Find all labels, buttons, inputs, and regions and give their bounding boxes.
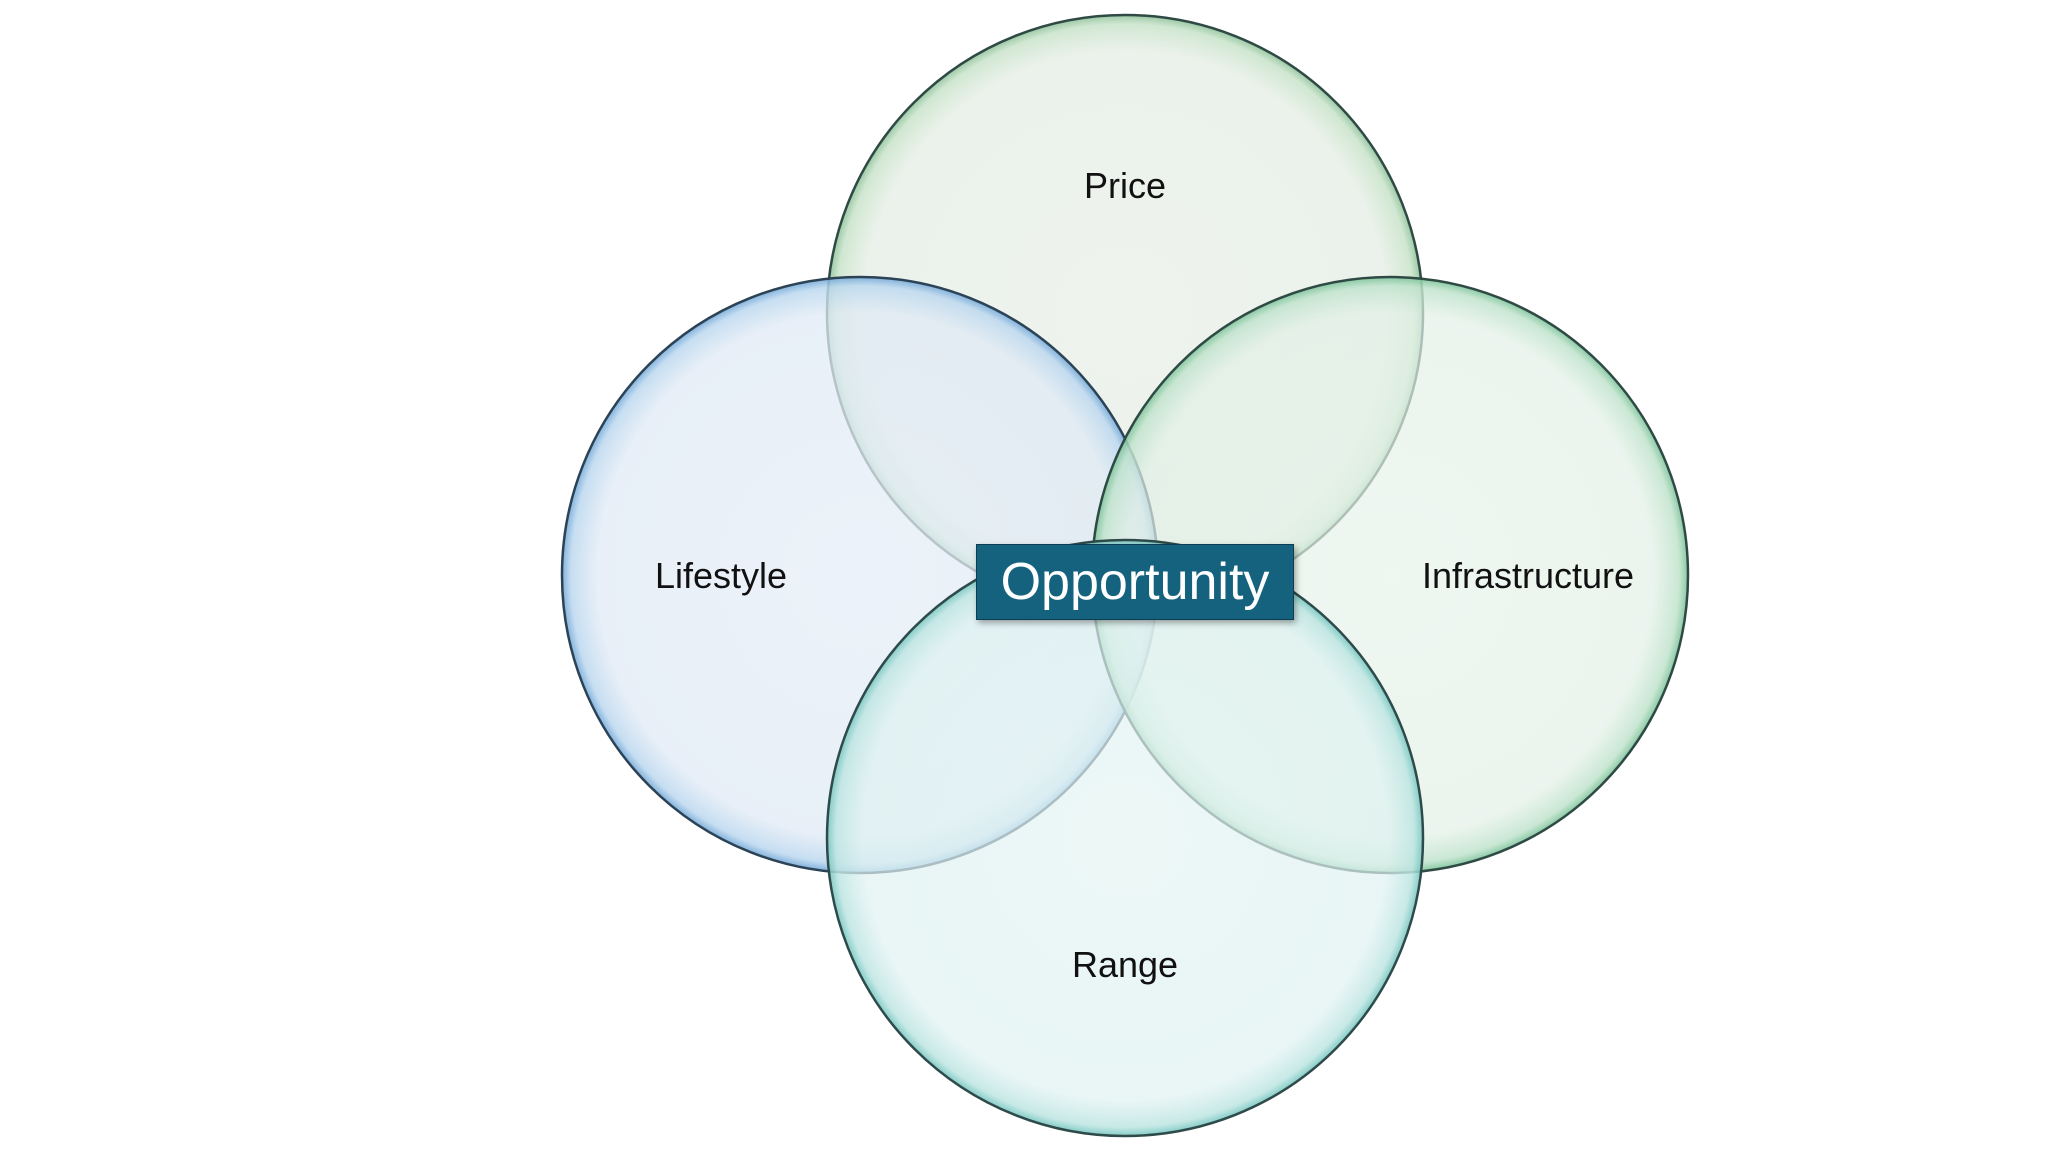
label-price: Price (1084, 165, 1166, 206)
opportunity-label: Opportunity (1000, 553, 1270, 611)
label-range: Range (1072, 944, 1178, 985)
circle-range (825, 538, 1425, 1138)
label-infrastructure: Infrastructure (1422, 555, 1634, 596)
opportunity-box: Opportunity (976, 544, 1294, 620)
label-lifestyle: Lifestyle (655, 555, 787, 596)
